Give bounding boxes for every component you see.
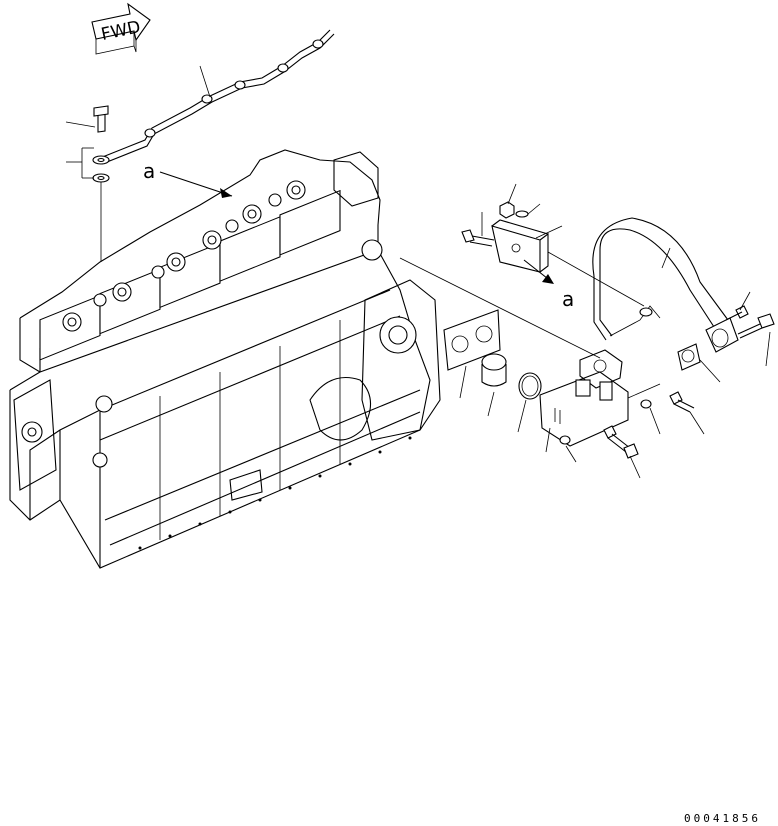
assembly-line [399,257,601,359]
mounting-bracket: a [461,183,645,311]
thermostat-housing [539,349,629,463]
document-number: 00041856 [684,812,761,825]
coolant-hose [592,217,729,341]
water-elbow [677,291,775,383]
view-label-a-bracket: a [562,287,574,311]
engine-block [9,149,441,569]
view-arrow-a-head: a [143,159,233,198]
gasket [443,309,501,399]
housing-bolts [603,383,705,479]
o-ring [517,372,542,433]
thermostat [481,353,507,417]
fuel-return-tube [99,29,335,165]
banjo-bolt-assembly [65,105,110,262]
cylinder-head-covers [39,180,341,361]
forward-direction-arrow: FWD [91,2,151,55]
view-label-a-head: a [143,159,155,183]
